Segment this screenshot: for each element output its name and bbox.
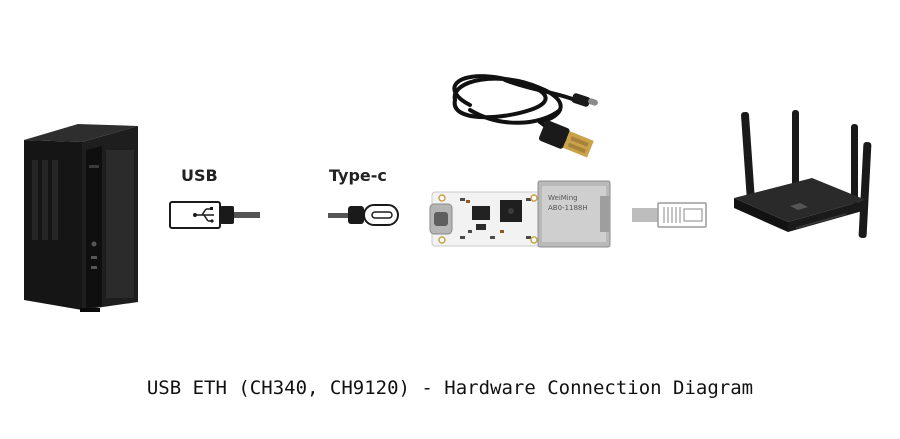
usb-c-plug-icon <box>328 204 399 226</box>
usb-label: USB <box>181 166 218 185</box>
jack-text-line1: WeiMing <box>548 194 578 202</box>
usb-cable-icon <box>452 74 598 158</box>
jack-text-line2: AB0-1188H <box>548 204 588 212</box>
desktop-pc-icon <box>24 124 138 312</box>
type-c-label: Type-c <box>329 166 387 185</box>
diagram-caption: USB ETH (CH340, CH9120) - Hardware Conne… <box>146 377 754 399</box>
rj45-plug-icon <box>632 202 707 228</box>
usb-eth-module-icon: WeiMing AB0-1188H <box>429 180 611 248</box>
router-icon <box>734 110 872 238</box>
usb-a-plug-icon <box>169 201 260 229</box>
